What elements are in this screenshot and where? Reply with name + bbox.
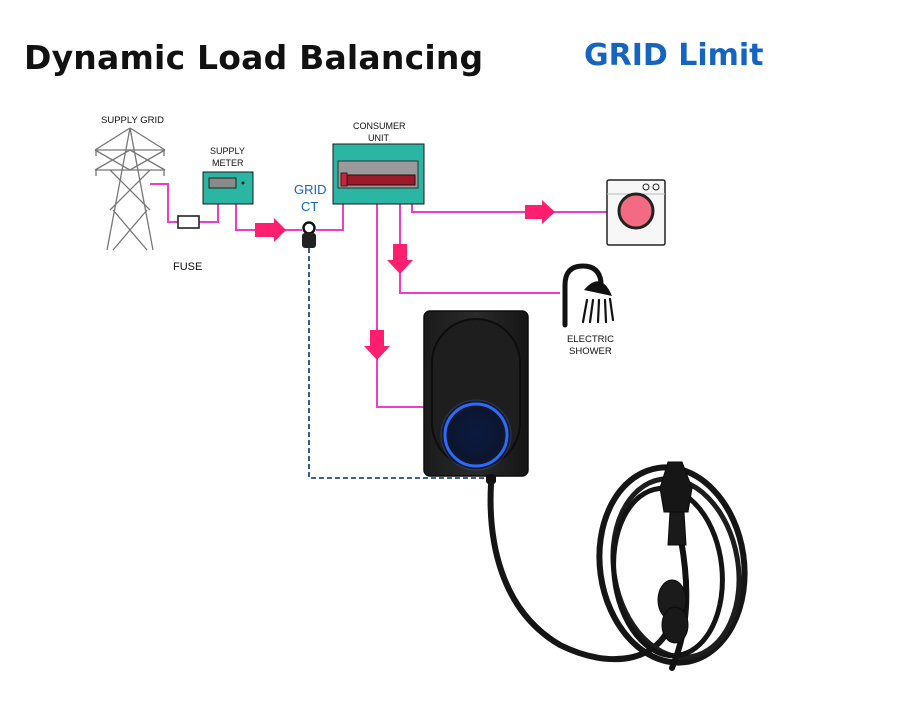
consumer-unit-icon [332, 143, 425, 205]
diagram-subtitle: GRID Limit [584, 38, 764, 73]
pylon-icon [94, 127, 166, 251]
supply-grid-label: SUPPLY GRID [101, 115, 164, 126]
power-lines [150, 183, 608, 408]
ct-signal-line [308, 248, 492, 479]
line-pylon-to-fuse [150, 183, 181, 223]
line-fuse-to-meter [199, 204, 219, 223]
line-ct-to-cu [316, 203, 344, 231]
ev-charger-icon [423, 310, 529, 484]
supply-meter-label-1: SUPPLY [210, 146, 245, 156]
fuse-icon [177, 215, 200, 229]
flow-arrows [255, 200, 555, 360]
electric-shower-label-1: ELECTRIC [567, 334, 614, 345]
line-cu-to-shower [399, 203, 560, 294]
consumer-unit-label-2: UNIT [368, 133, 389, 143]
shower-icon [562, 263, 615, 328]
washing-machine-icon [606, 179, 666, 246]
arrow-to-ct [255, 218, 286, 242]
grid-ct-label-2: CT [301, 199, 318, 214]
supply-meter-icon [202, 171, 254, 205]
consumer-unit-label-1: CONSUMER [353, 121, 406, 131]
line-cu-to-charger [376, 203, 424, 408]
line-cu-to-washer [411, 203, 608, 213]
fuse-label: FUSE [173, 261, 202, 273]
arrow-to-shower [387, 244, 413, 274]
supply-meter-label-2: METER [212, 158, 244, 168]
electric-shower-label-2: SHOWER [569, 346, 612, 357]
diagram-title: Dynamic Load Balancing [24, 38, 484, 77]
ct-clamp-icon [302, 221, 316, 248]
arrow-to-charger [364, 330, 390, 360]
charging-cable-icon [487, 461, 748, 671]
grid-ct-label-1: GRID [294, 182, 327, 197]
arrow-to-washer [525, 200, 555, 224]
